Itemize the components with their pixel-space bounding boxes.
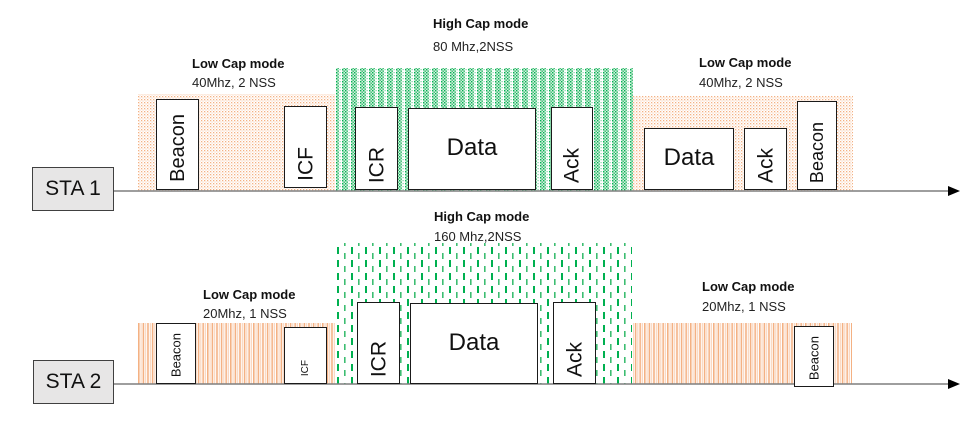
sta2-icr-frame: ICR: [357, 302, 400, 384]
frame-label: Ack: [563, 341, 586, 377]
frame-label: Ack: [560, 147, 584, 183]
frame-label: Beacon: [806, 335, 822, 380]
sta1-beacon-frame: Beacon: [156, 99, 199, 190]
frame-label: Data: [663, 143, 715, 171]
sta2-mode-detail: 160 Mhz,2NSS: [434, 229, 522, 244]
sta1-icr-frame: ICR: [355, 107, 398, 190]
frame-label: Data: [446, 133, 498, 161]
station-sta2-label: STA 2: [33, 360, 114, 404]
sta1-mode-title: Low Cap mode: [192, 56, 285, 71]
frame-label: Data: [448, 328, 500, 356]
sta1-mode-detail: 80 Mhz,2NSS: [433, 39, 514, 54]
sta2-mode-title: Low Cap mode: [702, 279, 795, 294]
sta2-mode-detail: 20Mhz, 1 NSS: [203, 306, 287, 321]
frame-label: ICR: [365, 146, 388, 183]
sta2-mode-title: Low Cap mode: [203, 287, 296, 302]
sta1-ack-frame: Ack: [744, 128, 787, 190]
sta1-mode-title: High Cap mode: [433, 16, 529, 31]
frame-label: Beacon: [168, 332, 184, 377]
sta1-ack-frame: Ack: [551, 107, 593, 190]
sta2-ack-frame: Ack: [553, 302, 596, 384]
sta1-axis-arrow-icon: [948, 186, 960, 196]
frame-label: Beacon: [166, 114, 189, 182]
frame-label: Ack: [754, 147, 777, 183]
sta2-mode-detail: 20Mhz, 1 NSS: [702, 299, 786, 314]
sta2-icf-frame: ICF: [284, 327, 327, 384]
frame-label: ICR: [367, 340, 390, 377]
sta1-beacon-frame: Beacon: [797, 101, 837, 190]
frame-label: Beacon: [807, 121, 827, 183]
sta2-data-frame: Data: [410, 303, 538, 384]
sta1-mode-title: Low Cap mode: [699, 55, 792, 70]
sta2-axis-arrow-icon: [948, 379, 960, 389]
sta1-mode-detail: 40Mhz, 2 NSS: [192, 75, 276, 90]
frame-label: ICF: [294, 147, 317, 181]
sta1-mode-detail: 40Mhz, 2 NSS: [699, 75, 783, 90]
station-sta1-label: STA 1: [32, 167, 114, 211]
sta2-beacon-frame: Beacon: [794, 326, 834, 387]
sta2-mode-title: High Cap mode: [434, 209, 530, 224]
sta2-beacon-frame: Beacon: [156, 323, 196, 384]
sta1-data-frame: Data: [408, 108, 536, 190]
sta1-data-frame: Data: [644, 128, 734, 190]
sta1-icf-frame: ICF: [284, 106, 327, 188]
frame-label: ICF: [299, 359, 311, 376]
